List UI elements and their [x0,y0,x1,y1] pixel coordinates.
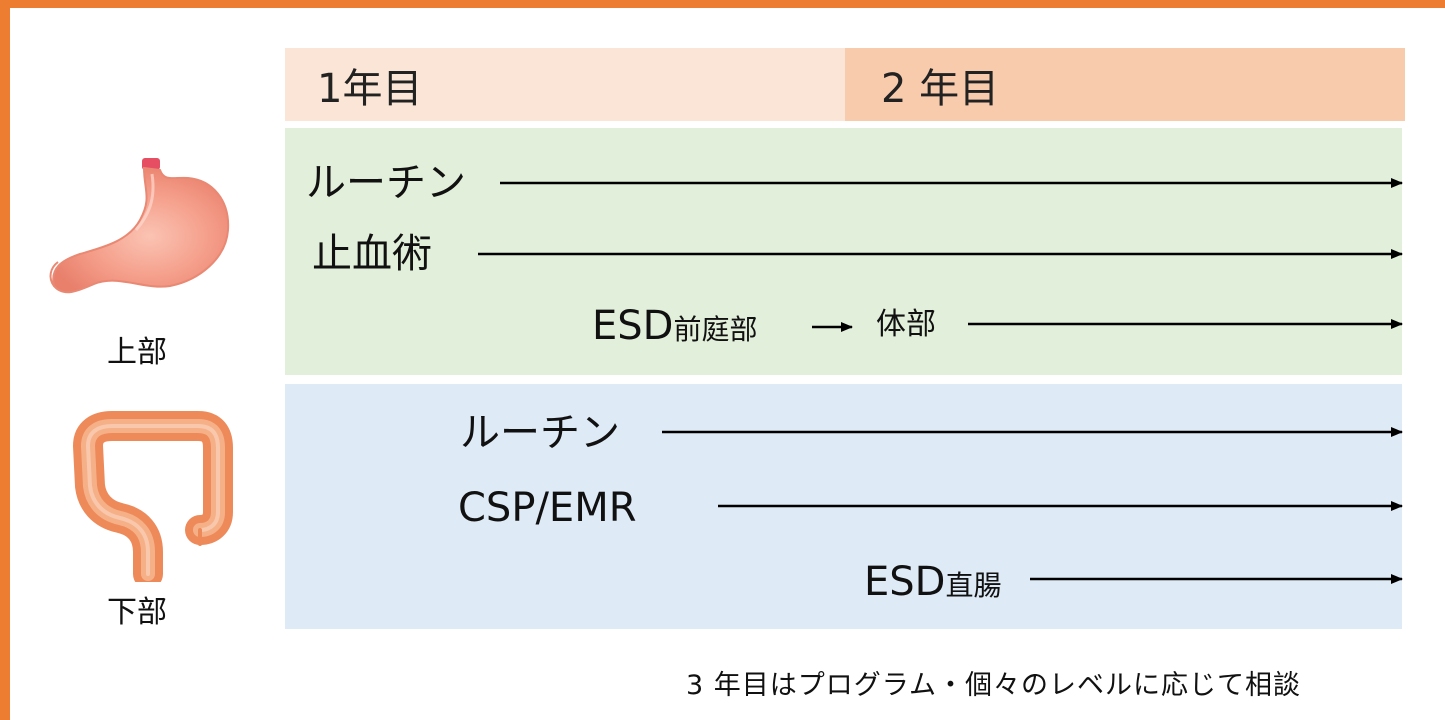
lower-csp-emr-label: CSP/EMR [458,485,637,531]
upper-esd-body-label: 体部 [876,307,936,342]
upper-gi-panel [285,128,1402,375]
upper-esd-antrum: 前庭部 [673,313,758,346]
upper-esd-main: ESD [592,303,674,349]
upper-gi-label: 上部 [107,335,167,370]
stomach-icon [49,158,230,294]
year-2-label: 2 年目 [881,65,1000,112]
lower-esd-main: ESD [864,559,946,605]
upper-esd-label: ESD前庭部 [592,306,757,346]
colon-icon [73,411,233,582]
upper-hemostasis-label: 止血術 [312,231,432,277]
lower-esd-rectum: 直腸 [945,569,1002,602]
lower-esd-label: ESD直腸 [864,562,1001,602]
year-2-header: 2 年目 [845,48,1405,121]
lower-gi-label: 下部 [107,595,167,630]
year-1-header: 1年目 [285,48,845,121]
footnote: 3 年目はプログラム・個々のレベルに応じて相談 [686,670,1301,701]
year-1-label: 1年目 [317,65,423,112]
upper-routine-label: ルーチン [306,160,466,206]
lower-routine-label: ルーチン [460,410,620,456]
